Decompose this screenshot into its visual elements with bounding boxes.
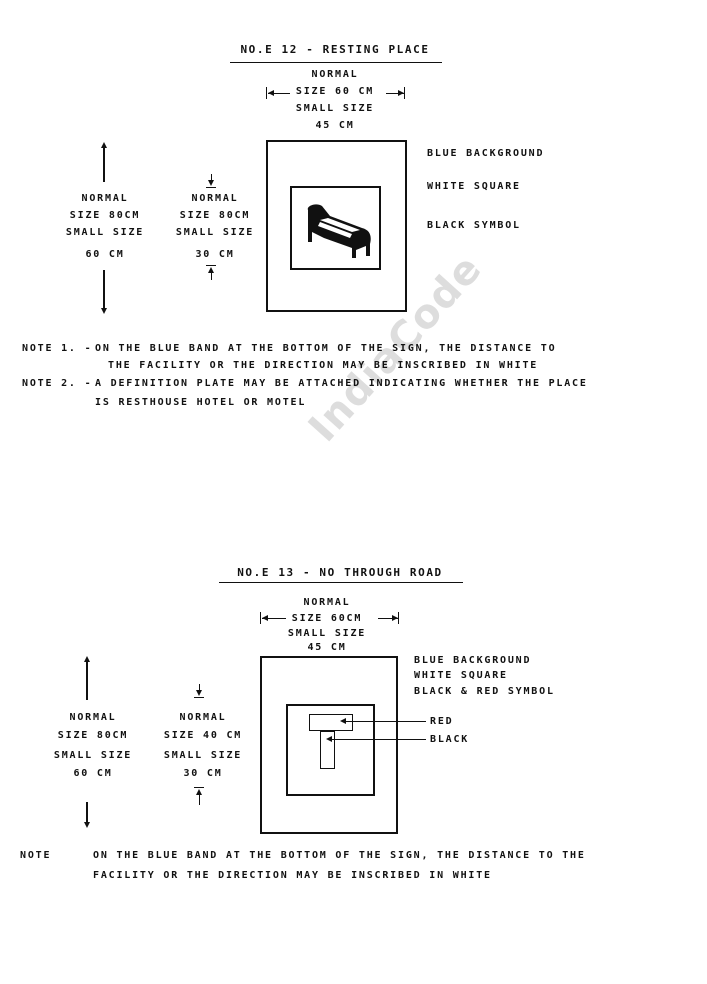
arrow-down-icon [101, 308, 107, 314]
width-label-line: NORMAL [311, 69, 359, 80]
title-underline [230, 62, 442, 63]
arrow-right-icon [398, 90, 404, 96]
width-dim-line [262, 618, 286, 619]
arrow-left-icon [262, 615, 268, 621]
arrow-down-icon [196, 690, 202, 696]
red-bar-symbol [309, 714, 353, 731]
outer-height-label-line: SIZE 80CM [57, 730, 129, 741]
sign-e13-outer-panel [260, 656, 398, 834]
arrow-down-icon [208, 180, 214, 186]
sign-e12-title: NO.E 12 - RESTING PLACE [240, 43, 430, 56]
inner-height-label-line: 30 CM [195, 249, 235, 260]
width-tick-right [398, 612, 399, 624]
outer-height-label-line: NORMAL [81, 193, 129, 204]
inner-height-stem [211, 271, 212, 280]
note1-text: THE FACILITY OR THE DIRECTION MAY BE INS… [108, 360, 539, 371]
outer-height-label-line: 60 CM [73, 768, 113, 779]
inner-height-stem [199, 684, 200, 694]
width-label-line: 45 CM [315, 120, 355, 131]
inner-height-tick [194, 697, 204, 698]
legend-item: BLACK SYMBOL [427, 220, 521, 231]
inner-height-label-line: 30 CM [183, 768, 223, 779]
sign-e12-white-square [290, 186, 381, 270]
arrow-up-icon [84, 656, 90, 662]
note2-label: NOTE 2. - [22, 378, 93, 389]
callout-black-label: BLACK [430, 734, 470, 745]
legend-item: BLACK & RED SYMBOL [414, 686, 555, 697]
width-dim-line [378, 618, 398, 619]
legend-item: BLUE BACKGROUND [414, 655, 532, 666]
width-label-line: SMALL SIZE [287, 628, 367, 639]
inner-height-label-line: SIZE 80CM [179, 210, 251, 221]
legend-item: BLUE BACKGROUND [427, 148, 545, 159]
bed-icon [307, 204, 371, 258]
outer-height-line [86, 660, 88, 700]
width-label-line: 45 CM [307, 642, 347, 653]
arrow-up-icon [196, 789, 202, 795]
inner-height-tick [194, 787, 204, 788]
note1-label: NOTE 1. - [22, 343, 93, 354]
outer-height-label-line: NORMAL [69, 712, 117, 723]
arrow-up-icon [101, 142, 107, 148]
inner-height-tick [206, 265, 216, 266]
inner-height-stem [199, 793, 200, 805]
arrow-up-icon [208, 267, 214, 273]
note2-text: A DEFINITION PLATE MAY BE ATTACHED INDIC… [95, 378, 588, 389]
sign-e13-title: NO.E 13 - NO THROUGH ROAD [237, 566, 443, 579]
outer-height-label-line: SIZE 80CM [69, 210, 141, 221]
outer-height-line [103, 146, 105, 182]
outer-height-line [103, 270, 105, 310]
width-dim-line [268, 93, 290, 94]
note-text: FACILITY OR THE DIRECTION MAY BE INSCRIB… [93, 870, 492, 881]
note2-text: IS RESTHOUSE HOTEL OR MOTEL [95, 397, 307, 408]
arrow-left-icon [268, 90, 274, 96]
legend-item: WHITE SQUARE [414, 670, 508, 681]
sign-e13-white-square [286, 704, 375, 796]
width-tick-left [266, 87, 267, 99]
outer-height-label-line: 60 CM [85, 249, 125, 260]
width-label-line: NORMAL [303, 597, 351, 608]
arrow-left-icon [340, 718, 346, 724]
width-tick-left [260, 612, 261, 624]
black-stem-symbol [320, 731, 335, 769]
callout-leader-red [344, 721, 426, 722]
note-text: ON THE BLUE BAND AT THE BOTTOM OF THE SI… [93, 850, 586, 861]
note-label: NOTE [20, 850, 52, 861]
width-label-line: SIZE 60 CM [295, 86, 375, 97]
sign-e12-outer-panel [266, 140, 407, 312]
width-label-line: SIZE 60CM [291, 613, 363, 624]
inner-height-label-line: SMALL SIZE [163, 750, 243, 761]
outer-height-label-line: SMALL SIZE [65, 227, 145, 238]
inner-height-label-line: NORMAL [191, 193, 239, 204]
inner-height-stem [211, 174, 212, 184]
outer-height-label-line: SMALL SIZE [53, 750, 133, 761]
legend-item: WHITE SQUARE [427, 181, 521, 192]
note1-text: ON THE BLUE BAND AT THE BOTTOM OF THE SI… [95, 343, 557, 354]
title-underline [219, 582, 463, 583]
width-dim-line [386, 93, 404, 94]
width-label-line: SMALL SIZE [295, 103, 375, 114]
inner-height-label-line: SMALL SIZE [175, 227, 255, 238]
arrow-down-icon [84, 822, 90, 828]
arrow-right-icon [392, 615, 398, 621]
width-tick-right [404, 87, 405, 99]
inner-height-label-line: SIZE 40 CM [163, 730, 243, 741]
arrow-left-icon [326, 736, 332, 742]
inner-height-label-line: NORMAL [179, 712, 227, 723]
inner-height-tick [206, 187, 216, 188]
callout-red-label: RED [430, 716, 454, 727]
outer-height-line [86, 802, 88, 824]
callout-leader-black [330, 739, 426, 740]
